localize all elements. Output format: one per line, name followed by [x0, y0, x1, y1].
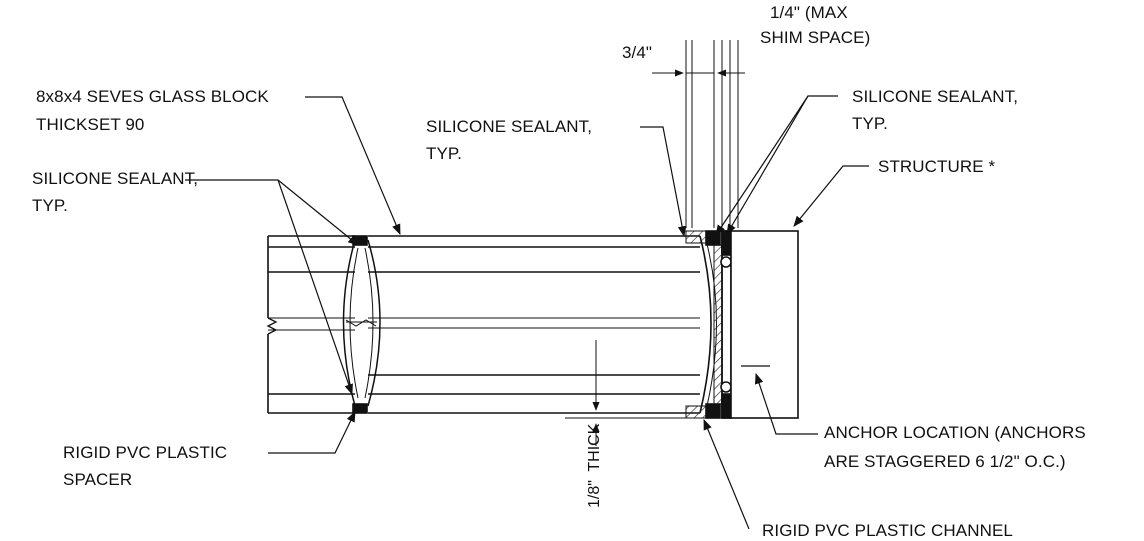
- shim-space-line2: SHIM SPACE): [760, 28, 871, 47]
- thickness-dimension-label: 1/8" THICK: [586, 424, 604, 508]
- sealant-left-line1: SILICONE SEALANT,: [32, 169, 199, 188]
- main-glass-block: [368, 235, 717, 414]
- leader-lines: [185, 95, 869, 529]
- sealant-right-line2: TYP.: [852, 114, 888, 133]
- glass-block-label: 8x8x4 SEVES GLASS BLOCK THICKSET 90: [36, 86, 269, 135]
- pvc-channel: [685, 230, 732, 419]
- dimension-lines: [565, 40, 745, 446]
- anchor-line1: ANCHOR LOCATION (ANCHORS: [824, 423, 1086, 442]
- glass-block-label-line2: THICKSET 90: [36, 115, 145, 134]
- thickness-word: THICK: [586, 423, 603, 472]
- left-joint: [342, 235, 381, 414]
- structure-label: STRUCTURE *: [878, 157, 996, 176]
- sealant-left-label: SILICONE SEALANT, TYP.: [32, 168, 198, 216]
- sealant-mid-line2: TYP.: [426, 144, 462, 163]
- shim-space-label: 1/4" (MAX SHIM SPACE): [760, 2, 870, 48]
- anchor-location-label: ANCHOR LOCATION (ANCHORS ARE STAGGERED 6…: [824, 422, 1086, 472]
- pvc-channel-label: RIGID PVC PLASTIC CHANNEL: [762, 521, 1013, 540]
- shim-space-line1: 1/4" (MAX: [770, 3, 848, 22]
- spacer-line1: RIGID PVC PLASTIC: [63, 443, 228, 462]
- glass-block-section-drawing: [185, 40, 869, 529]
- spacer-line2: SPACER: [63, 470, 133, 489]
- left-glass-block: [266, 235, 355, 414]
- sealant-mid-line1: SILICONE SEALANT,: [426, 117, 593, 136]
- structure-wall: [730, 230, 799, 419]
- anchor-line2: ARE STAGGERED 6 1/2" O.C.): [824, 452, 1066, 471]
- sealant-mid-label: SILICONE SEALANT, TYP.: [426, 116, 592, 164]
- sealant-right-line1: SILICONE SEALANT,: [852, 87, 1019, 106]
- thickness-value: 1/8": [586, 480, 603, 508]
- glass-block-label-line1: 8x8x4 SEVES GLASS BLOCK: [36, 87, 269, 106]
- spacer-label: RIGID PVC PLASTIC SPACER: [63, 442, 227, 490]
- sealant-right-label: SILICONE SEALANT, TYP.: [852, 86, 1018, 134]
- three-quarter-dimension: 3/4": [622, 43, 653, 62]
- sealant-left-line2: TYP.: [32, 196, 68, 215]
